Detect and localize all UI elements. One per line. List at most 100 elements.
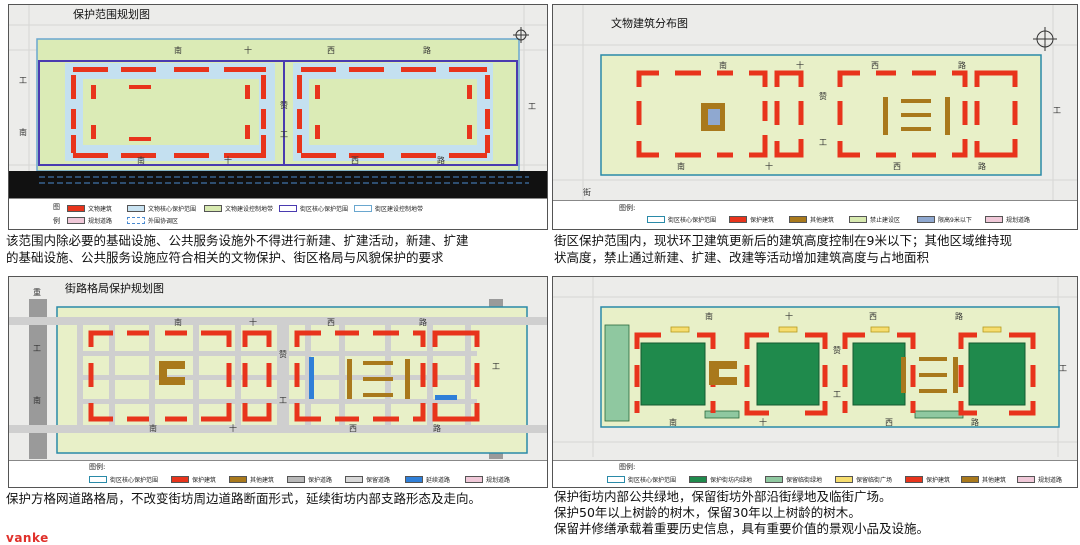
legend-swatch — [405, 476, 423, 483]
legend-item: 保护道路 — [287, 475, 332, 484]
legend-swatch — [229, 476, 247, 483]
road-label: 西 — [869, 312, 877, 321]
road-label: 十 — [224, 156, 232, 165]
legend-item: 保留道路 — [345, 475, 390, 484]
legend-head: 图例: — [619, 204, 636, 212]
road-label: 十 — [765, 162, 773, 171]
road-label: 西 — [327, 318, 335, 327]
legend-swatch — [849, 216, 867, 223]
road-label: 南 — [705, 312, 713, 321]
map-street-pattern — [9, 299, 547, 459]
road-label: 路 — [978, 162, 986, 171]
legend-swatch — [905, 476, 923, 483]
legend-swatch — [465, 476, 483, 483]
legend-swatch — [67, 217, 85, 224]
panel-green-space: 南 十 西 路 南 十 西 路 赞 工 工 图例: 街区核心保护范围 保护街坊内… — [552, 276, 1078, 488]
road-label: 工 — [528, 102, 536, 111]
panel-title: 保护范围规划图 — [73, 8, 150, 21]
caption-line: 保留并修缮承载着重要历史信息，具有重要价值的景观小品及设施。 — [554, 521, 930, 536]
legend-swatch — [127, 205, 145, 212]
legend-swatch — [689, 476, 707, 483]
road-label: 赞 — [833, 346, 841, 355]
caption-line: 的基础设施、公共服务设施应符合相关的文物保护、街区格局与风貌保护的要求 — [6, 250, 444, 265]
road-label: 工 — [819, 138, 827, 147]
legend-swatch — [204, 205, 222, 212]
road-label: 十 — [229, 424, 237, 433]
legend-head: 例 — [53, 217, 60, 225]
road-label: 工 — [492, 362, 500, 371]
road-label: 西 — [871, 61, 879, 70]
vanke-logo: vanke — [6, 531, 49, 545]
road-label: 南 — [677, 162, 685, 171]
road-label: 路 — [423, 46, 431, 55]
road-label: 工 — [280, 130, 288, 139]
caption-protection-scope: 该范围内除必要的基础设施、公共服务设施外不得进行新建、扩建活动，新建、扩建 的基… — [6, 232, 469, 266]
legend: 图例: 街区核心保护范围 保护街坊内绿地 保留临街绿地 保留临街广场 保护建筑 … — [553, 460, 1077, 487]
caption-street-pattern: 保护方格网道路格局，不改变街坊周边道路断面形式，延续街坊内部支路形态及走向。 — [6, 490, 481, 507]
legend-head: 图例: — [619, 463, 636, 471]
legend-swatch — [127, 217, 145, 224]
legend-item: 保护建筑 — [905, 475, 950, 484]
legend-swatch — [961, 476, 979, 483]
legend-swatch — [765, 476, 783, 483]
legend-item: 规划道路 — [1017, 475, 1062, 484]
map-green-space — [553, 277, 1077, 457]
legend-swatch — [287, 476, 305, 483]
road-label: 赞 — [280, 101, 288, 110]
legend-head: 图例: — [89, 463, 106, 471]
legend-item: 其他建筑 — [229, 475, 274, 484]
legend-item: 街区核心保护范围 — [647, 215, 716, 224]
legend-item: 规划道路 — [985, 215, 1030, 224]
legend-item: 限高9米以下 — [917, 215, 972, 224]
road-label: 南 — [149, 424, 157, 433]
legend-swatch — [345, 476, 363, 483]
legend-swatch — [835, 476, 853, 483]
panel-title: 文物建筑分布图 — [611, 17, 688, 30]
road-label: 路 — [437, 156, 445, 165]
road-label: 十 — [759, 418, 767, 427]
legend-item: 保留临街绿地 — [765, 475, 822, 484]
road-label: 南 — [174, 46, 182, 55]
legend-item: 保留临街广场 — [835, 475, 892, 484]
legend-item: 其他建筑 — [961, 475, 1006, 484]
road-label: 十 — [785, 312, 793, 321]
legend-item: 保护街坊内绿地 — [689, 475, 752, 484]
caption-line: 保护街坊内部公共绿地，保留街坊外部沿街绿地及临街广场。 — [554, 489, 892, 504]
legend-item: 文物建设控制地带 — [204, 204, 273, 213]
caption-line: 保护方格网道路格局，不改变街坊周边道路断面形式，延续街坊内部支路形态及走向。 — [6, 491, 482, 506]
legend-swatch — [171, 476, 189, 483]
legend-swatch — [729, 216, 747, 223]
legend-item: 保护建筑 — [729, 215, 774, 224]
road-label: 南 — [669, 418, 677, 427]
road-label: 重 — [33, 288, 41, 297]
road-label: 工 — [279, 396, 287, 405]
road-label: 南 — [719, 61, 727, 70]
legend-swatch — [279, 205, 297, 212]
road-label: 路 — [958, 61, 966, 70]
legend-swatch — [1017, 476, 1035, 483]
legend-item: 规划道路 — [465, 475, 510, 484]
legend-item: 其他建筑 — [789, 215, 834, 224]
road-label: 工 — [1059, 364, 1067, 373]
legend-swatch — [647, 216, 665, 223]
road-label: 十 — [796, 61, 804, 70]
legend: 图例: 街区核心保护范围 保护建筑 其他建筑 禁止建设区 限高9米以下 规划道路 — [553, 200, 1077, 229]
road-label: 西 — [885, 418, 893, 427]
legend-swatch — [789, 216, 807, 223]
road-label: 十 — [249, 318, 257, 327]
legend-item: 保护建筑 — [171, 475, 216, 484]
panel-title: 街路格局保护规划图 — [65, 282, 164, 295]
road-label: 路 — [955, 312, 963, 321]
road-label: 路 — [433, 424, 441, 433]
legend-swatch — [89, 476, 107, 483]
legend-item: 街区建设控制地带 — [354, 204, 423, 213]
legend-swatch — [607, 476, 625, 483]
road-label: 南 — [19, 128, 27, 137]
road-label: 工 — [1053, 106, 1061, 115]
legend-item: 街区核心保护范围 — [607, 475, 676, 484]
caption-heritage-buildings: 街区保护范围内，现状环卫建筑更新后的建筑高度控制在9米以下；其他区域维持现 状高… — [554, 232, 1012, 266]
road-label: 工 — [33, 344, 41, 353]
road-label: 赞 — [279, 350, 287, 359]
road-label: 路 — [419, 318, 427, 327]
legend-item: 禁止建设区 — [849, 215, 900, 224]
